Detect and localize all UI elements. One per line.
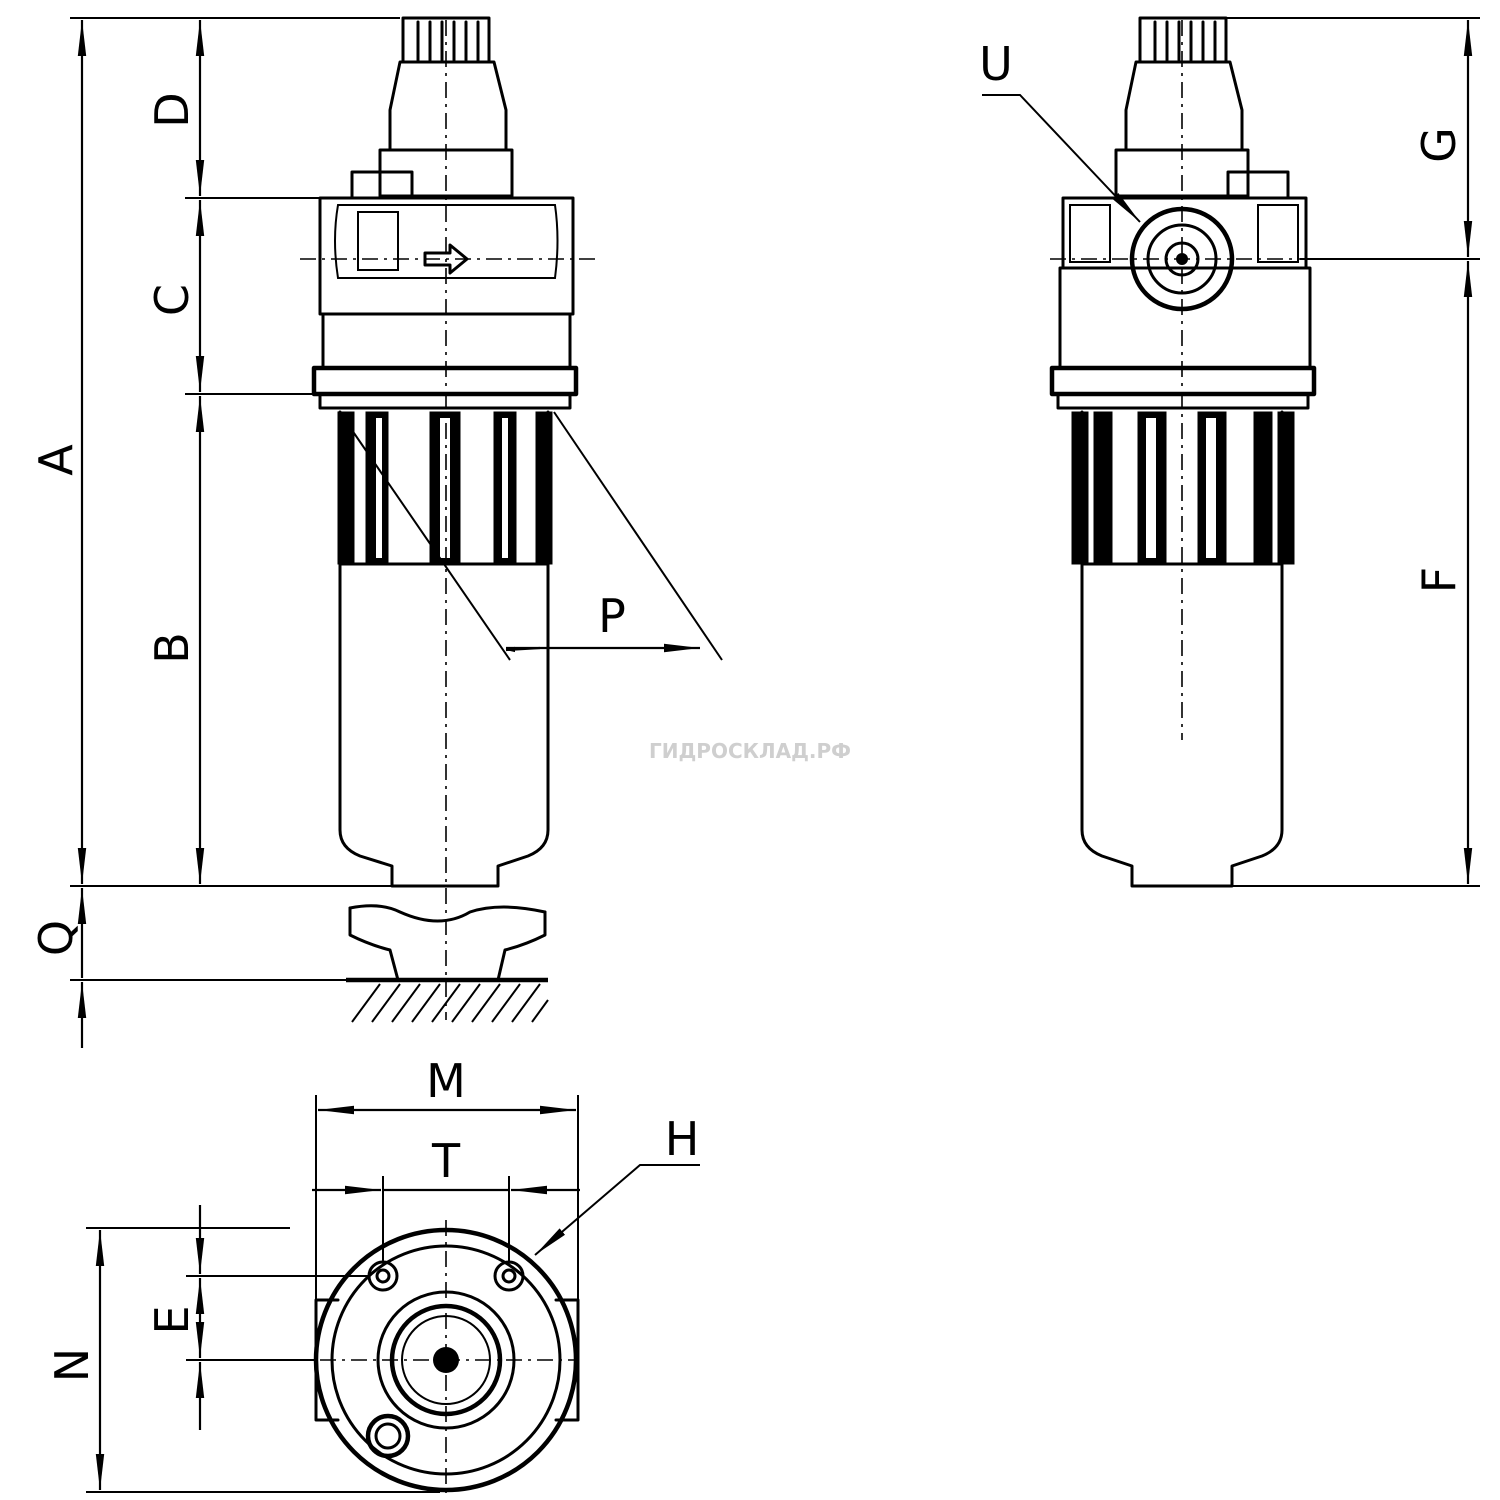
side-view [1049, 16, 1320, 888]
drain-clearance [346, 904, 549, 1023]
label-P: P [598, 589, 626, 643]
label-M: M [426, 1054, 466, 1108]
label-D: D [145, 92, 199, 127]
bottom-view [313, 1220, 580, 1495]
bottom-dimensions [86, 1095, 700, 1493]
bowl [337, 410, 553, 888]
label-N: N [45, 1348, 99, 1382]
dimension-labels: A D C B Q P U G F M T H E N ГИДРОСКЛАД.Р… [29, 37, 1466, 1382]
front-view [300, 16, 595, 1023]
label-E: E [145, 1305, 199, 1334]
label-B: B [145, 632, 199, 664]
label-F: F [1412, 567, 1466, 593]
label-H: H [665, 1112, 700, 1166]
label-A: A [29, 444, 83, 476]
label-T: T [431, 1134, 461, 1188]
watermark: ГИДРОСКЛАД.РФ [649, 739, 851, 763]
front-dimensions [70, 17, 723, 1048]
side-dimensions [982, 17, 1480, 887]
label-U: U [979, 37, 1013, 91]
body-head [311, 196, 579, 410]
label-G: G [1412, 127, 1466, 163]
label-C: C [145, 284, 199, 316]
label-Q: Q [29, 920, 83, 956]
